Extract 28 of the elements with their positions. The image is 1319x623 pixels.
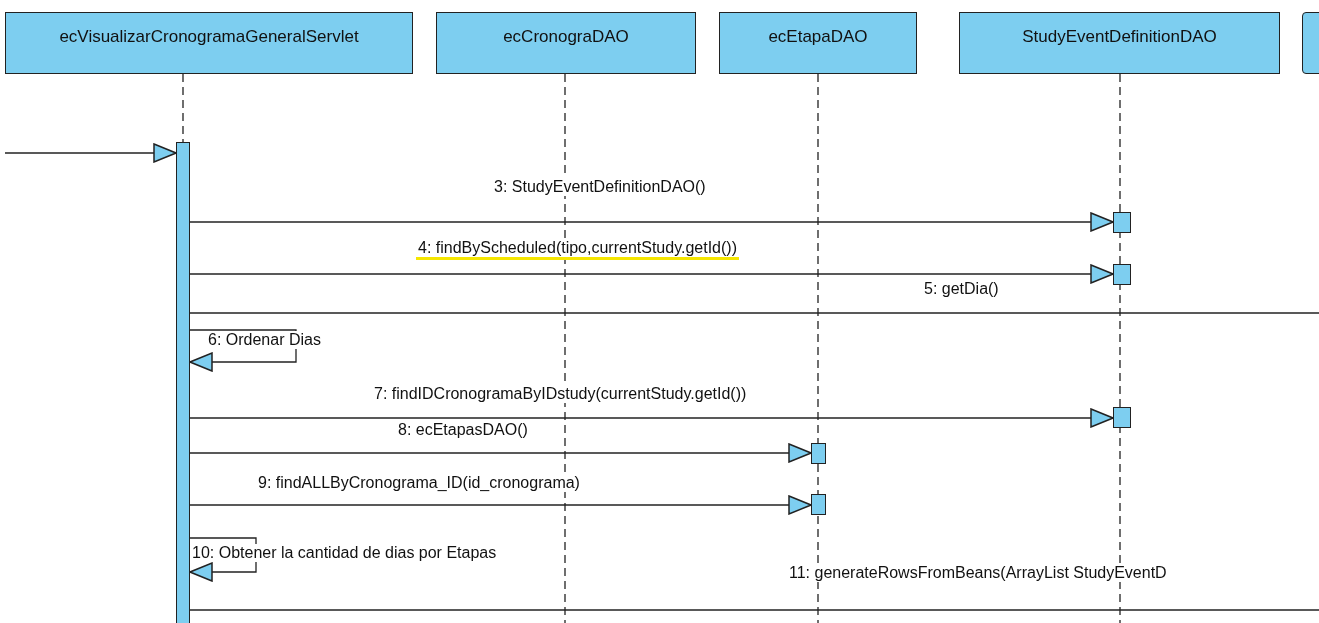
activation-bar bbox=[1113, 407, 1131, 428]
activation-bar bbox=[811, 494, 826, 515]
lifeline bbox=[182, 73, 184, 143]
edge-label: 7: findIDCronogramaByIDstudy(currentStudy.getId()) bbox=[372, 385, 749, 403]
message-arrow bbox=[189, 264, 1114, 284]
self-message-arrow bbox=[189, 329, 297, 372]
edge-label: 4: findByScheduled(tipo,currentStudy.getId()) bbox=[416, 239, 739, 260]
edge-label: 10: Obtener la cantidad de dias por Etapas bbox=[190, 544, 499, 562]
activation-bar bbox=[811, 443, 826, 464]
message-arrow bbox=[4, 143, 177, 163]
message-arrow bbox=[189, 408, 1114, 428]
edge-label: 6: Ordenar Dias bbox=[206, 331, 323, 349]
lifeline-box: ecCronograDAO bbox=[436, 12, 696, 74]
activation-bar bbox=[176, 142, 190, 623]
message-arrow bbox=[189, 495, 812, 515]
lifeline-box: ecVisualizarCronogramaGeneralServlet bbox=[5, 12, 413, 74]
edge-label: 5: getDia() bbox=[922, 280, 1001, 298]
edge-label: 9: findALLByCronograma_ID(id_cronograma) bbox=[256, 474, 582, 492]
activation-bar bbox=[1113, 264, 1131, 285]
lifeline-box: ecEtapaDAO bbox=[719, 12, 917, 74]
lifeline-box: StudyEventDefinitionDAO bbox=[959, 12, 1280, 74]
message-arrow bbox=[189, 443, 812, 463]
edge-label: 3: StudyEventDefinitionDAO() bbox=[492, 178, 708, 196]
activation-bar bbox=[1113, 212, 1131, 233]
edge-label: 11: generateRowsFromBeans(ArrayList StudyEventD bbox=[787, 564, 1169, 582]
message-arrow bbox=[189, 212, 1114, 232]
edge-label: 8: ecEtapasDAO() bbox=[396, 421, 530, 439]
self-message-arrow bbox=[189, 537, 257, 582]
